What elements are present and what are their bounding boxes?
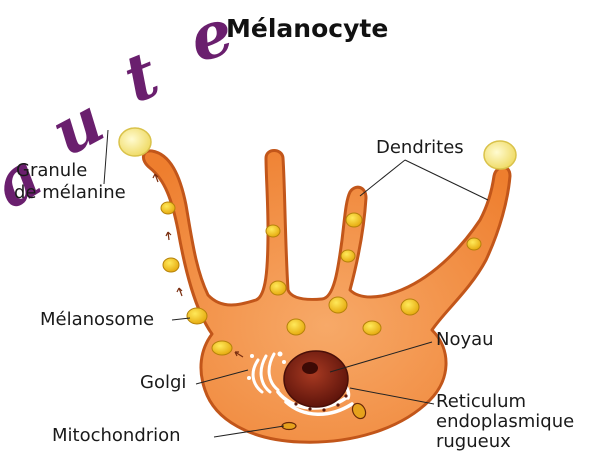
melanosome bbox=[287, 319, 305, 335]
melanosome bbox=[401, 299, 419, 315]
melanosome bbox=[212, 341, 232, 355]
label-melanosome: Mélanosome bbox=[40, 310, 154, 330]
label-mitochondrion: Mitochondrion bbox=[52, 426, 181, 446]
melanosome bbox=[341, 250, 355, 262]
melanosome bbox=[266, 225, 280, 237]
melanin-granule bbox=[484, 141, 516, 169]
mitochondrion bbox=[282, 423, 296, 430]
watermark-letter: t bbox=[113, 37, 169, 118]
watermark-letter: u bbox=[40, 83, 116, 171]
melanosome bbox=[163, 258, 179, 272]
melanosome bbox=[187, 308, 207, 324]
melanosome bbox=[329, 297, 347, 313]
melanosome bbox=[467, 238, 481, 250]
label-reticulum-line3: rugueux bbox=[436, 432, 511, 452]
melanosome bbox=[346, 213, 362, 227]
melanosome bbox=[363, 321, 381, 335]
label-golgi: Golgi bbox=[140, 373, 186, 393]
label-reticulum-line2: endoplasmique bbox=[436, 412, 574, 432]
dendrites-leader-left bbox=[360, 160, 405, 196]
dendrites-leader-right bbox=[405, 160, 488, 200]
diagram-title: Mélanocyte bbox=[226, 14, 388, 43]
nucleus bbox=[284, 351, 348, 407]
label-dendrites: Dendrites bbox=[376, 138, 464, 158]
label-noyau: Noyau bbox=[436, 330, 494, 350]
label-granule-line2: de mélanine bbox=[14, 183, 126, 203]
label-reticulum-line1: Reticulum bbox=[436, 392, 526, 412]
melanosome bbox=[270, 281, 286, 295]
label-granule-line1: Granule bbox=[16, 161, 87, 181]
nucleolus bbox=[302, 362, 318, 374]
